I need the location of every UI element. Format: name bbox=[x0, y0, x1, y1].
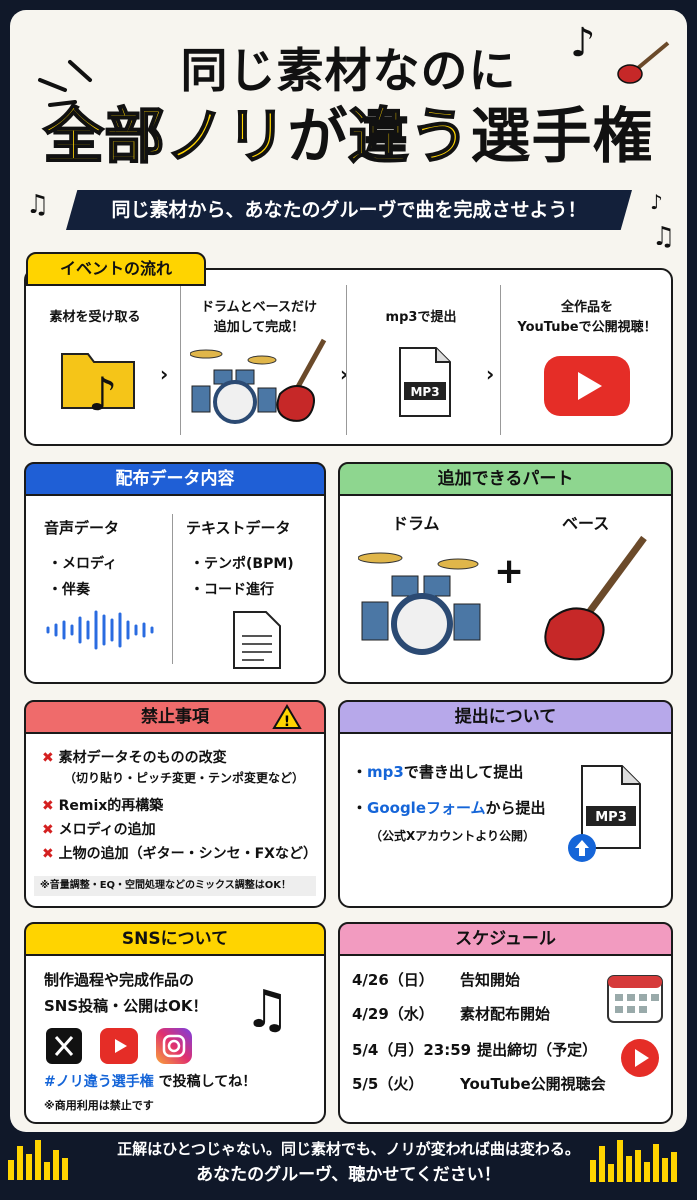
flow-arrow-1: › bbox=[160, 362, 169, 386]
sns-card: SNSについて bbox=[24, 922, 326, 1124]
audio-item-2: ・伴奏 bbox=[48, 582, 90, 598]
distribution-divider bbox=[172, 514, 173, 664]
audio-data-title: 音声データ bbox=[44, 519, 120, 537]
music-note-icon: ♫ bbox=[244, 980, 291, 1040]
submission-item-1: ・mp3で書き出して提出 bbox=[352, 763, 524, 781]
parts-plus: + bbox=[494, 551, 525, 592]
hero-title-end: 選手権 bbox=[470, 102, 654, 172]
music-note-icon: ♪ bbox=[570, 20, 596, 66]
warning-mark: ! bbox=[284, 714, 290, 730]
x-logo-icon bbox=[46, 1028, 82, 1064]
warning-icon: ! bbox=[272, 704, 302, 730]
prohibited-item-1-note: （切り貼り・ピッチ変更・テンポ変更など） bbox=[64, 771, 305, 785]
submission-heading: 提出について bbox=[338, 700, 673, 734]
bass-guitar-icon bbox=[544, 535, 647, 661]
flow-divider bbox=[180, 285, 181, 435]
instagram-logo-icon bbox=[156, 1028, 192, 1064]
play-circle-icon bbox=[621, 1039, 659, 1077]
flow-step-2-label: ドラムとベースだけ追加して完成！ bbox=[201, 300, 317, 335]
youtube-play-icon bbox=[544, 356, 630, 416]
drum-kit-icon bbox=[358, 552, 481, 655]
text-item-1: ・テンポ(BPM) bbox=[190, 556, 294, 572]
calendar-icon bbox=[607, 975, 663, 1023]
text-item-2: ・コード進行 bbox=[190, 582, 274, 598]
flow-step-1-label: 素材を受け取る bbox=[49, 310, 141, 325]
hero-title-line1: 同じ素材なのに bbox=[180, 44, 517, 99]
music-note-icon: ♫ bbox=[26, 190, 50, 220]
music-note-icon: ♫ bbox=[652, 222, 676, 252]
equalizer-left-icon bbox=[8, 1140, 68, 1180]
sns-line-2: SNS投稿・公開はOK！ bbox=[44, 997, 208, 1015]
prohibited-item-1: ✖ 素材データそのものの改変 bbox=[42, 750, 227, 766]
footer-line-1: 正解はひとつじゃない。同じ素材でも、ノリが変われば曲は変わる。 bbox=[117, 1140, 580, 1158]
mp3-file-icon: MP3 bbox=[399, 347, 451, 417]
folder-music-icon: ♪ bbox=[61, 353, 135, 420]
music-note-icon: ♪ bbox=[650, 190, 663, 214]
sns-heading: SNSについて bbox=[24, 922, 326, 956]
drum-kit-icon bbox=[190, 349, 277, 424]
document-icon bbox=[233, 611, 281, 669]
equalizer-right-icon bbox=[590, 1140, 677, 1182]
parts-bass-label: ベース bbox=[562, 514, 610, 533]
parts-drum-label: ドラム bbox=[392, 514, 440, 533]
waveform-icon bbox=[46, 610, 154, 650]
prohibited-item-4: ✖ 上物の追加（ギター・シンセ・FXなど） bbox=[42, 846, 317, 862]
guitar-small-icon bbox=[617, 41, 670, 84]
schedule-row-4: 5/5（火）YouTube公開視聴会 bbox=[352, 1075, 606, 1093]
schedule-row-1: 4/26（日）告知開始 bbox=[352, 971, 521, 989]
event-flow-heading: イベントの流れ bbox=[26, 252, 206, 286]
hero-title-line2: 全部ノリが違う選手権 bbox=[0, 88, 697, 175]
hero-title-ga: が bbox=[287, 102, 349, 172]
sns-footnote: ※商用利用は禁止です bbox=[44, 1099, 154, 1112]
mp3-upload-icon: MP3 bbox=[568, 765, 641, 862]
footer-message: 正解はひとつじゃない。同じ素材でも、ノリが変われば曲は変わる。 あなたのグルーヴ… bbox=[0, 1136, 697, 1188]
sns-hashtag: #ノリ違う選手権 bbox=[44, 1074, 154, 1090]
hero-title-highlight-2: 違う bbox=[348, 101, 471, 173]
flow-arrow-3: › bbox=[486, 362, 495, 386]
prohibited-card: 禁止事項 bbox=[24, 700, 326, 908]
mp3-upload-label: MP3 bbox=[595, 810, 627, 825]
flow-step-3-label: mp3で提出 bbox=[385, 310, 457, 325]
sns-hashtag-line: #ノリ違う選手権 で投稿してね！ bbox=[44, 1074, 257, 1090]
distribution-heading: 配布データ内容 bbox=[24, 462, 326, 496]
flow-divider bbox=[500, 285, 501, 435]
audio-item-1: ・メロディ bbox=[48, 556, 118, 572]
submission-item-2-note: （公式Xアカウントより公開） bbox=[370, 829, 536, 843]
text-data-title: テキストデータ bbox=[186, 519, 291, 537]
parts-heading: 追加できるパート bbox=[338, 462, 673, 496]
subtitle-banner: 同じ素材から、あなたのグルーヴで曲を完成させよう！ bbox=[66, 190, 632, 230]
bass-guitar-icon bbox=[276, 338, 327, 422]
hero-title-highlight-1: 全部ノリ bbox=[43, 101, 288, 173]
mp3-file-label: MP3 bbox=[410, 385, 439, 399]
flow-arrow-2: › bbox=[340, 362, 349, 386]
submission-item-2: ・Googleフォームから提出 bbox=[352, 799, 546, 817]
prohibited-item-2: ✖ Remix的再構築 bbox=[42, 798, 164, 814]
prohibited-item-3: ✖ メロディの追加 bbox=[42, 822, 156, 838]
schedule-heading: スケジュール bbox=[338, 922, 673, 956]
sns-line-1: 制作過程や完成作品の bbox=[44, 971, 195, 989]
prohibited-heading: 禁止事項 bbox=[24, 700, 326, 734]
schedule-row-2: 4/29（水）素材配布開始 bbox=[352, 1005, 551, 1023]
footer-line-2: あなたのグルーヴ、聴かせてください！ bbox=[196, 1165, 501, 1185]
burst-lines-icon bbox=[38, 60, 92, 107]
svg-text:♪: ♪ bbox=[88, 367, 117, 420]
flow-divider bbox=[346, 285, 347, 435]
youtube-logo-icon bbox=[100, 1028, 138, 1064]
prohibited-footnote: ※音量調整・EQ・空間処理などのミックス調整はOK！ bbox=[34, 876, 316, 896]
